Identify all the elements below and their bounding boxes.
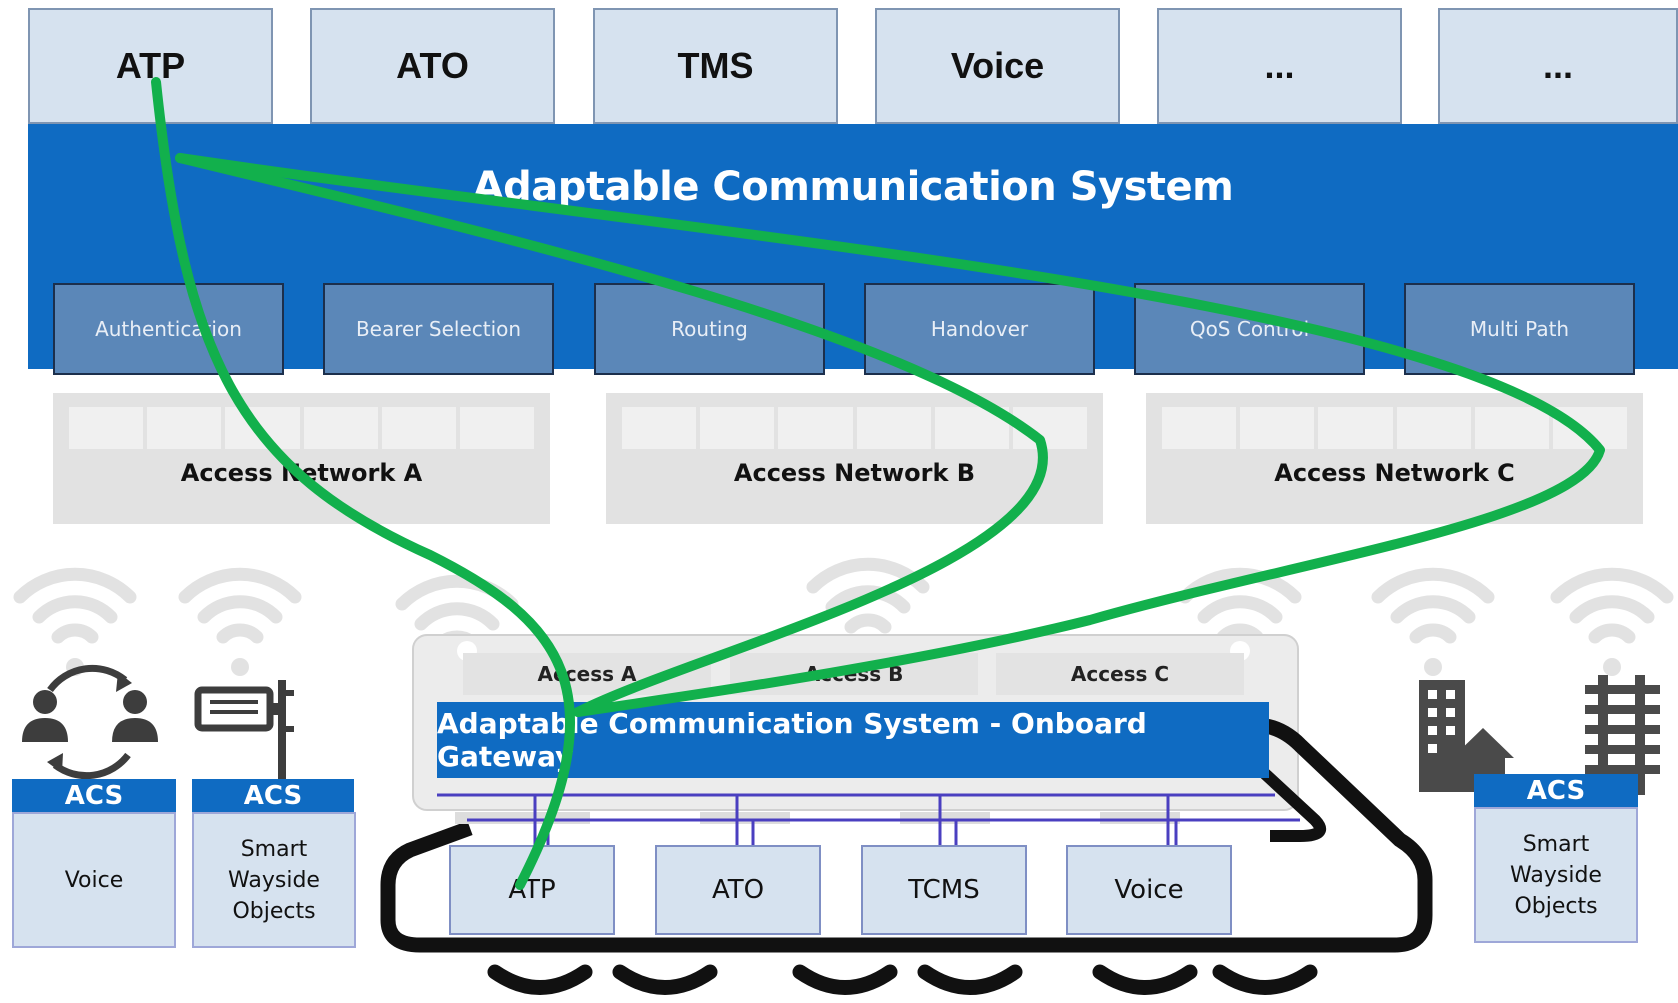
- app-box-ato: ATO: [310, 8, 555, 124]
- wayside-label: Smart Wayside Objects: [192, 812, 356, 948]
- app-box-voice: Voice: [875, 8, 1120, 124]
- acs-title: Adaptable Communication System: [472, 164, 1234, 210]
- path-via-network-a: [151, 77, 575, 890]
- path-via-network-c: [175, 153, 1605, 717]
- wayside-label: Smart Wayside Objects: [1474, 807, 1638, 943]
- function-bearer-selection: Bearer Selection: [323, 283, 554, 375]
- signal-board-icon: [194, 680, 294, 780]
- access-network-a: Access Network A: [53, 393, 550, 524]
- wayside-acs-smart-objects-left: ACS Smart Wayside Objects: [192, 779, 356, 948]
- onboard-gateway: Adaptable Communication System - Onboard…: [437, 702, 1269, 778]
- access-network-b-label: Access Network B: [733, 459, 976, 487]
- app-box-more-2: ...: [1438, 8, 1678, 124]
- app-box-more-1: ...: [1157, 8, 1402, 124]
- onboard-device-voice: Voice: [1066, 845, 1232, 935]
- onboard-device-tcms: TCMS: [861, 845, 1027, 935]
- train-icon: [380, 717, 1433, 995]
- app-box-tms: TMS: [593, 8, 838, 124]
- path-via-network-b: [175, 153, 1048, 717]
- access-network-b: Access Network B: [606, 393, 1103, 524]
- function-authentication: Authentication: [53, 283, 284, 375]
- acs-badge: ACS: [1474, 774, 1638, 807]
- acs-badge: ACS: [192, 779, 354, 812]
- wayside-acs-voice: ACS Voice: [12, 779, 176, 948]
- access-network-c: Access Network C: [1146, 393, 1643, 524]
- acs-badge: ACS: [12, 779, 176, 812]
- wayside-label: Voice: [12, 812, 176, 948]
- access-network-c-label: Access Network C: [1274, 459, 1515, 487]
- onboard-access-c: Access C: [996, 653, 1244, 695]
- wayside-acs-smart-objects-right: ACS Smart Wayside Objects: [1474, 774, 1638, 943]
- onboard-device-ato: ATO: [655, 845, 821, 935]
- people-exchange-icon: [22, 664, 158, 780]
- onboard-bus: [437, 793, 1300, 845]
- app-box-atp: ATP: [28, 8, 273, 124]
- railway-track-icon: [1585, 675, 1660, 795]
